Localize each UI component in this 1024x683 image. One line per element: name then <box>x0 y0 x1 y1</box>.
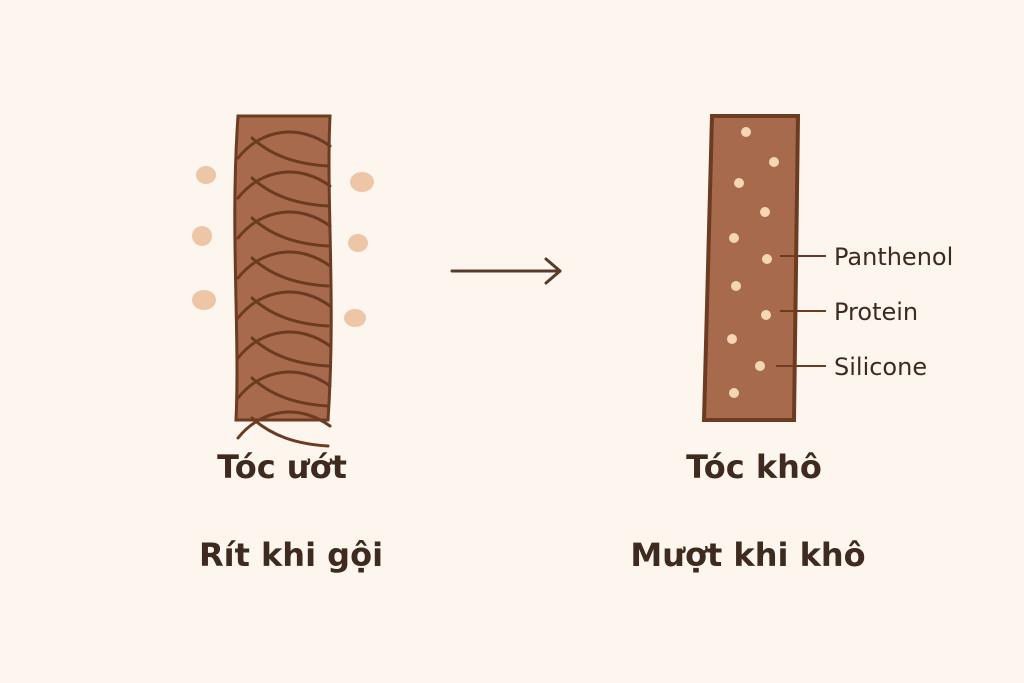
particle <box>192 290 216 310</box>
coating-dots <box>727 127 779 398</box>
cuticle-scale <box>236 250 332 288</box>
coating-dot <box>761 310 771 320</box>
wet-hair-strand <box>233 114 333 448</box>
cuticle-scale <box>236 210 332 248</box>
smooth-coated-strand-icon <box>701 114 801 422</box>
coating-dot <box>741 127 751 137</box>
particle <box>196 166 216 184</box>
coating-dot <box>755 361 765 371</box>
cuticle-scale <box>236 130 332 168</box>
particle <box>350 172 374 192</box>
particle <box>192 226 212 246</box>
dry-hair-strand <box>701 114 801 422</box>
coating-dot <box>769 157 779 167</box>
ingredient-label-silicone: Silicone <box>834 353 927 381</box>
ingredient-label-protein: Protein <box>834 298 918 326</box>
particle <box>348 234 368 252</box>
dry-hair-title: Tóc khô <box>686 448 822 486</box>
coating-dot <box>727 334 737 344</box>
coating-dot <box>734 178 744 188</box>
ingredient-callouts: Panthenol Protein Silicone <box>776 243 953 381</box>
raised-cuticle-scales-icon <box>236 130 332 448</box>
wet-hair-title: Tóc ướt <box>217 448 347 486</box>
cuticle-scale <box>236 410 332 448</box>
coating-dot <box>729 233 739 243</box>
ingredient-label-panthenol: Panthenol <box>834 243 953 271</box>
coating-dot <box>762 254 772 264</box>
cuticle-scale <box>236 290 332 328</box>
coating-dot <box>731 281 741 291</box>
particle <box>344 309 366 327</box>
cuticle-scale <box>236 170 332 208</box>
wet-hair-description: Rít khi gội <box>199 536 383 574</box>
coating-dot <box>760 207 770 217</box>
cuticle-scale <box>236 370 332 408</box>
cuticle-scale <box>236 330 332 368</box>
dry-hair-description: Mượt khi khô <box>630 536 865 574</box>
right-arrow-icon <box>450 257 562 285</box>
coating-dot <box>729 388 739 398</box>
floating-particles <box>192 166 374 327</box>
